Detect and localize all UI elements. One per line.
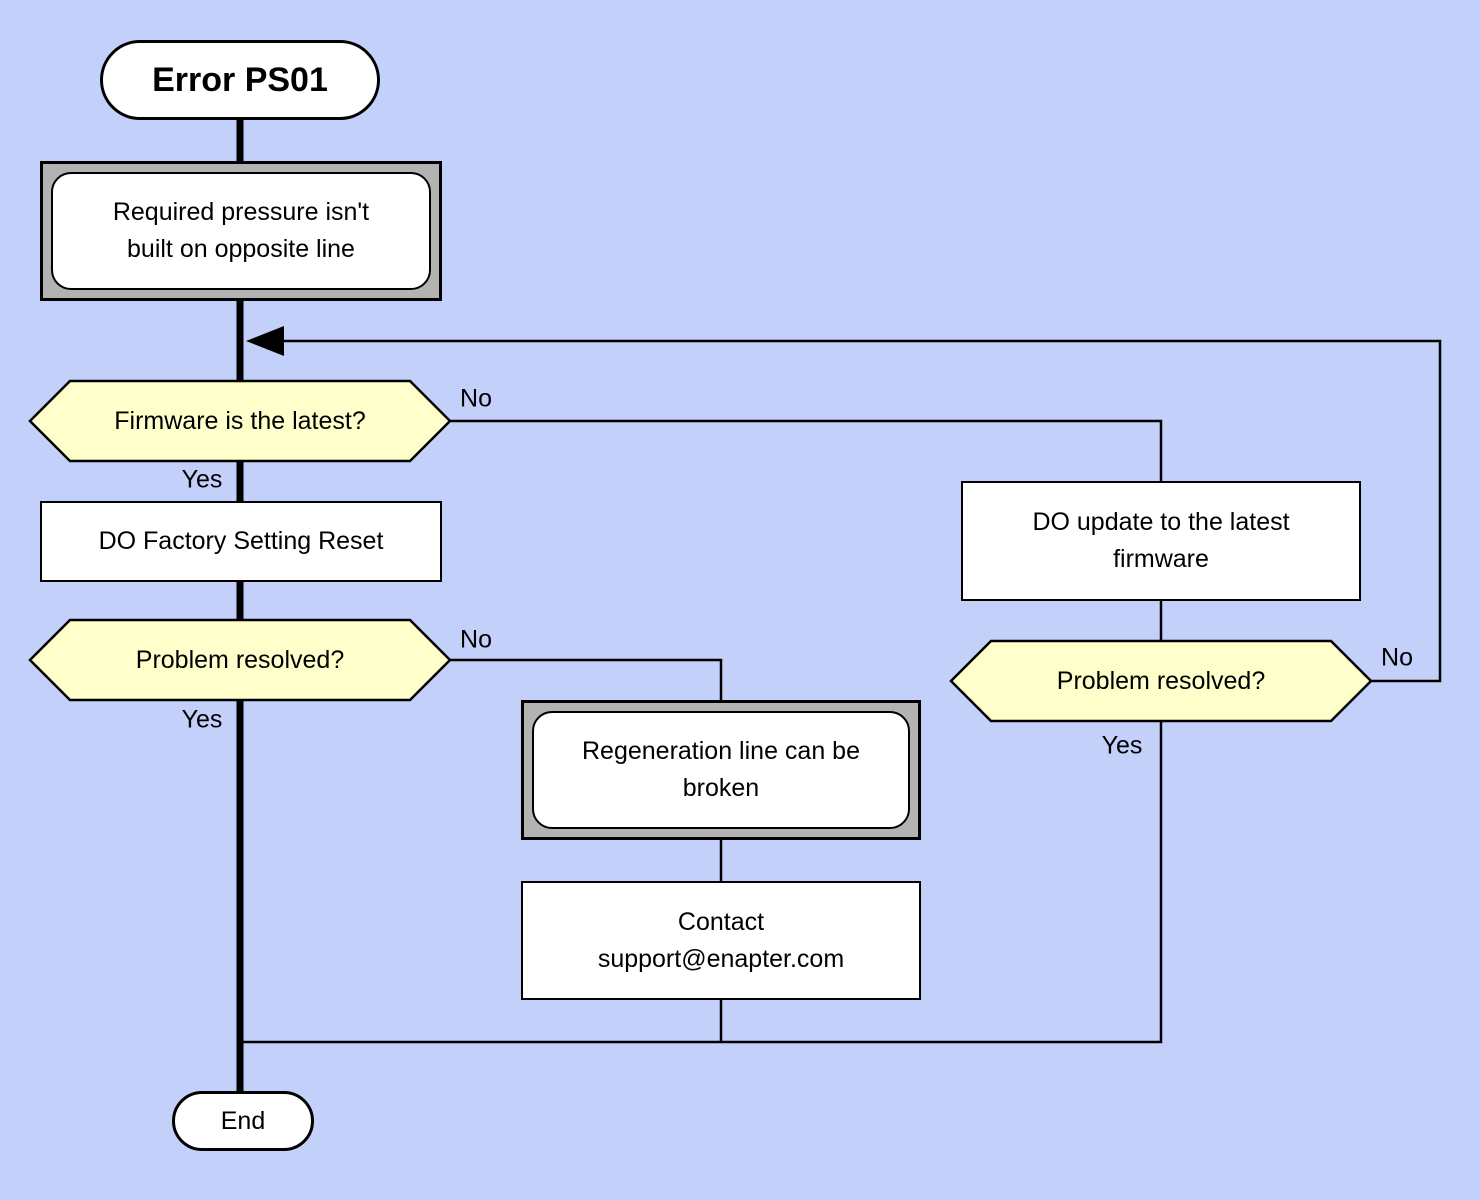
decision-resolved-left-shape — [28, 618, 452, 702]
start-terminator: Error PS01 — [100, 40, 380, 120]
edge-label-resolved-right-no: No — [1381, 643, 1413, 672]
edge-label-resolved-right-yes: Yes — [1101, 731, 1143, 760]
edge-label-firmware-yes: Yes — [181, 465, 223, 494]
process-firmware-update: DO update to the latest firmware — [961, 481, 1361, 601]
edge-label-resolved-left-no: No — [460, 625, 492, 654]
decision-resolved-right-label: Problem resolved? — [1056, 666, 1266, 695]
factory-reset-label: DO Factory Setting Reset — [98, 527, 384, 555]
contact-line2: support@enapter.com — [597, 944, 845, 973]
decision-resolved-left-label: Problem resolved? — [135, 645, 345, 674]
regeneration-line2: broken — [682, 774, 760, 802]
edge-resolved-right-yes-join — [240, 721, 1163, 1044]
decision-firmware-shape — [28, 379, 452, 463]
subroutine-required-pressure-inner: Required pressure isn't built on opposit… — [51, 172, 431, 290]
contact-line1: Contact — [677, 907, 765, 936]
edge-label-resolved-left-yes: Yes — [181, 705, 223, 734]
subroutine-required-pressure: Required pressure isn't built on opposit… — [40, 161, 442, 301]
required-pressure-line2: built on opposite line — [127, 235, 355, 263]
end-label: End — [220, 1106, 266, 1135]
subroutine-regeneration: Regeneration line can be broken — [521, 700, 921, 840]
edge-resolved-right-no-loop — [284, 339, 1442, 683]
regeneration-line1: Regeneration line can be — [582, 737, 860, 765]
firmware-update-line2: firmware — [1113, 545, 1209, 573]
arrowhead-loop-return — [246, 326, 284, 356]
decision-firmware-label: Firmware is the latest? — [114, 406, 366, 435]
process-contact-support: Contact support@enapter.com — [521, 881, 921, 1000]
process-factory-reset: DO Factory Setting Reset — [40, 501, 442, 582]
decision-firmware-label-box: Firmware is the latest? — [70, 381, 410, 461]
edge-label-firmware-no: No — [460, 384, 492, 413]
decision-resolved-right-shape — [949, 639, 1373, 723]
subroutine-regeneration-inner: Regeneration line can be broken — [532, 711, 910, 829]
required-pressure-line1: Required pressure isn't — [112, 198, 370, 226]
firmware-update-line1: DO update to the latest — [1032, 508, 1290, 536]
edge-resolved-left-no — [450, 658, 723, 700]
start-label: Error PS01 — [152, 60, 328, 99]
edge-firmware-no — [450, 419, 1163, 481]
decision-resolved-right-label-box: Problem resolved? — [991, 641, 1331, 721]
decision-resolved-left-label-box: Problem resolved? — [70, 620, 410, 700]
end-terminator: End — [172, 1091, 314, 1151]
